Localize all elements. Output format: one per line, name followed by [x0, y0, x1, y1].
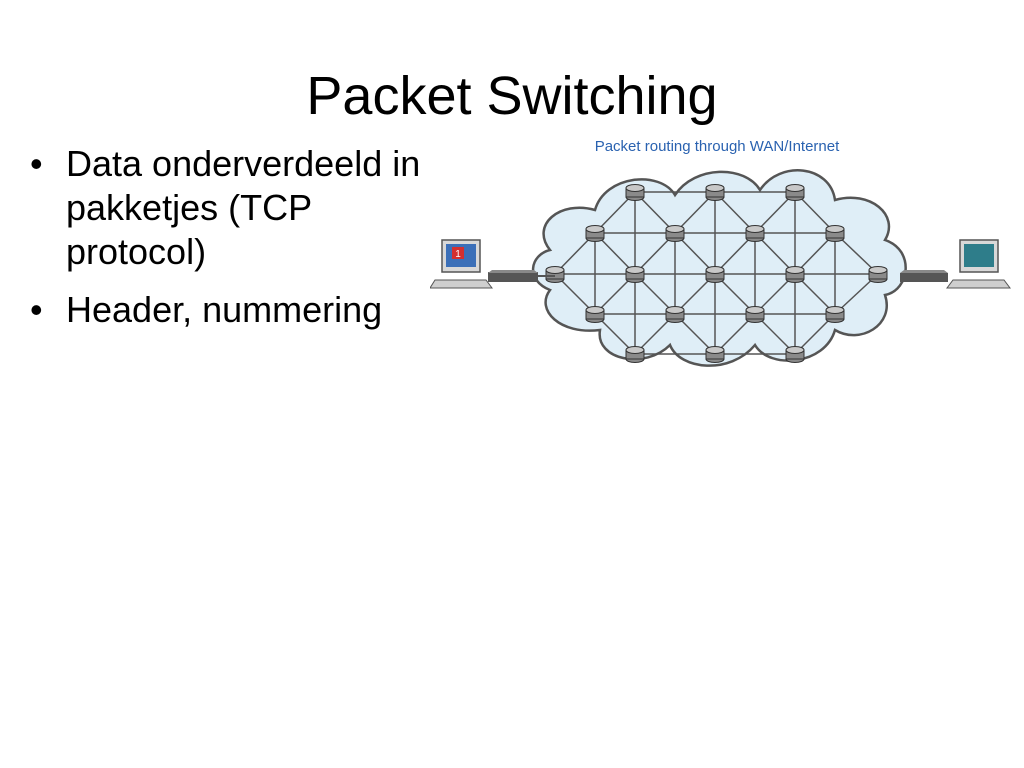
bullet-item: • Data onderverdeeld in pakketjes (TCP p…	[28, 142, 448, 274]
router-icon	[705, 184, 725, 201]
modem-icon	[900, 270, 948, 282]
router-icon	[785, 184, 805, 201]
slide-title: Packet Switching	[306, 66, 718, 126]
router-icon	[825, 225, 845, 242]
diagram-caption: Packet routing through WAN/Internet	[594, 138, 840, 155]
router-icon	[705, 346, 725, 363]
bullet-marker: •	[30, 289, 43, 330]
router-icon	[705, 266, 725, 283]
packet-routing-diagram: Packet routing through WAN/Internet 1	[429, 130, 1020, 400]
router-icon	[745, 306, 765, 323]
bullet-text: Data onderverdeeld in pakketjes (TCP pro…	[66, 143, 421, 272]
router-icon	[585, 306, 605, 323]
router-icon	[545, 266, 565, 283]
modem-icon	[488, 270, 538, 282]
bullet-text: Header, nummering	[66, 289, 383, 330]
router-group	[545, 184, 888, 363]
router-icon	[785, 346, 805, 363]
network-diagram: 1	[429, 169, 1011, 367]
router-icon	[825, 306, 845, 323]
router-icon	[665, 225, 685, 242]
router-icon	[665, 306, 685, 323]
packet-badge-label: 1	[455, 249, 461, 260]
computer-icon: 1	[429, 239, 493, 289]
packet-badge	[452, 247, 464, 259]
router-icon	[625, 346, 645, 363]
computer-icon	[946, 239, 1011, 289]
router-icon	[868, 266, 888, 283]
bullet-list: • Data onderverdeeld in pakketjes (TCP p…	[28, 142, 448, 346]
bullet-item: • Header, nummering	[28, 288, 448, 332]
router-icon	[625, 266, 645, 283]
router-icon	[745, 225, 765, 242]
router-icon	[585, 225, 605, 242]
router-icon	[785, 266, 805, 283]
router-icon	[625, 184, 645, 201]
bullet-marker: •	[30, 143, 43, 184]
